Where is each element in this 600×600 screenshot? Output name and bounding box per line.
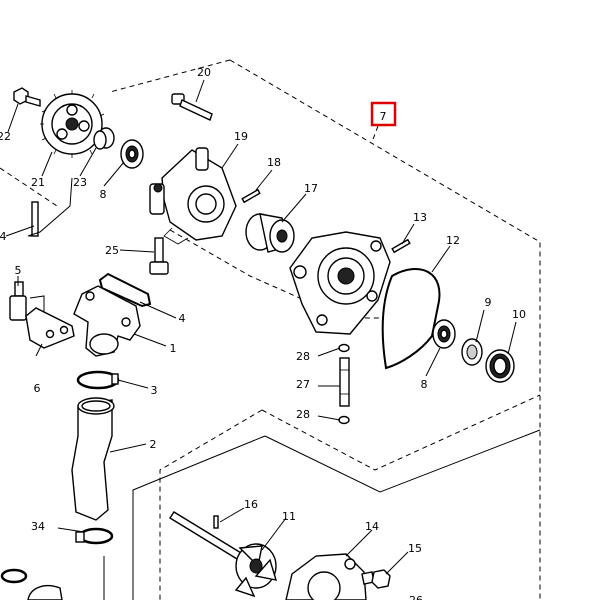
seal-10-drawing [485,349,515,383]
callout-2: 2 [150,438,157,451]
callout-11: 11 [282,510,296,523]
callout-1: 1 [170,342,177,355]
callout-23: 23 [73,176,87,189]
o-ring-28-upper-drawing [338,343,350,353]
leader-lines [5,79,517,600]
callout-20: 20 [197,66,211,79]
highlight-box-7 [370,101,397,127]
o-ring-28-lower-drawing [338,415,350,425]
callout-25: 25 [105,244,119,257]
callout-8-lower: 8 [421,378,428,391]
callout-4-left: 4 [0,230,7,243]
outlet-fitting-1-drawing [73,285,141,357]
bolt-25-drawing [149,237,169,275]
assembly-boundary-upper [0,59,541,600]
bolt-5-drawing [9,281,27,321]
hose-2-drawing [71,397,115,521]
callout-6: 6 [34,382,41,395]
clamp-34-drawing [75,527,114,545]
callout-21: 21 [31,176,45,189]
bearing-8-lower-drawing [432,319,456,349]
washer-9-drawing [461,338,483,366]
callout-22: 22 [0,130,11,143]
clamp-3-drawing [76,370,120,390]
clamp-partial-drawing [0,568,63,600]
callout-13: 13 [413,211,427,224]
bolt-20-drawing [171,93,213,121]
callout-12: 12 [446,234,460,247]
leader-7 [371,125,379,143]
callout-26: 26 [409,594,423,600]
shaft-impeller-11-drawing [169,511,278,598]
callout-19: 19 [234,130,248,143]
bolt-22-drawing [13,87,41,107]
subassembly-outline [132,429,541,600]
bracket-6-drawing [25,307,75,349]
pump-cover-7-drawing [289,231,391,335]
pump-housing-19-drawing [149,147,237,245]
housing-14-drawing [285,553,367,600]
impeller-17-drawing [245,213,295,253]
callout-14: 14 [365,520,379,533]
gasket-12-drawing [381,268,441,370]
pipe-27-drawing [339,357,350,407]
pin-16-drawing [213,515,219,529]
bearing-8-upper-drawing [120,139,144,169]
callout-16: 16 [244,498,258,511]
callout-4-right: 4 [179,312,186,325]
assembly-boundary-lower [159,394,541,600]
callout-5: 5 [15,264,22,277]
callout-27: 27 [296,378,310,391]
callout-18: 18 [267,156,281,169]
callout-28-upper: 28 [296,350,310,363]
pin-left-drawing [31,201,39,237]
callout-7: 7 [380,110,387,123]
callout-17: 17 [304,182,318,195]
pin-13-drawing [391,238,411,254]
collar-23-drawing [93,127,115,150]
callout-34: 34 [31,520,45,533]
callout-8-upper: 8 [100,188,107,201]
pin-18-drawing [241,188,261,204]
callout-15: 15 [408,542,422,555]
bolt-15-drawing [361,569,391,589]
callout-3: 3 [151,384,158,397]
callout-9: 9 [485,296,492,309]
callout-10: 10 [512,308,526,321]
callout-28-lower: 28 [296,408,310,421]
sprocket-21-drawing [40,90,105,158]
